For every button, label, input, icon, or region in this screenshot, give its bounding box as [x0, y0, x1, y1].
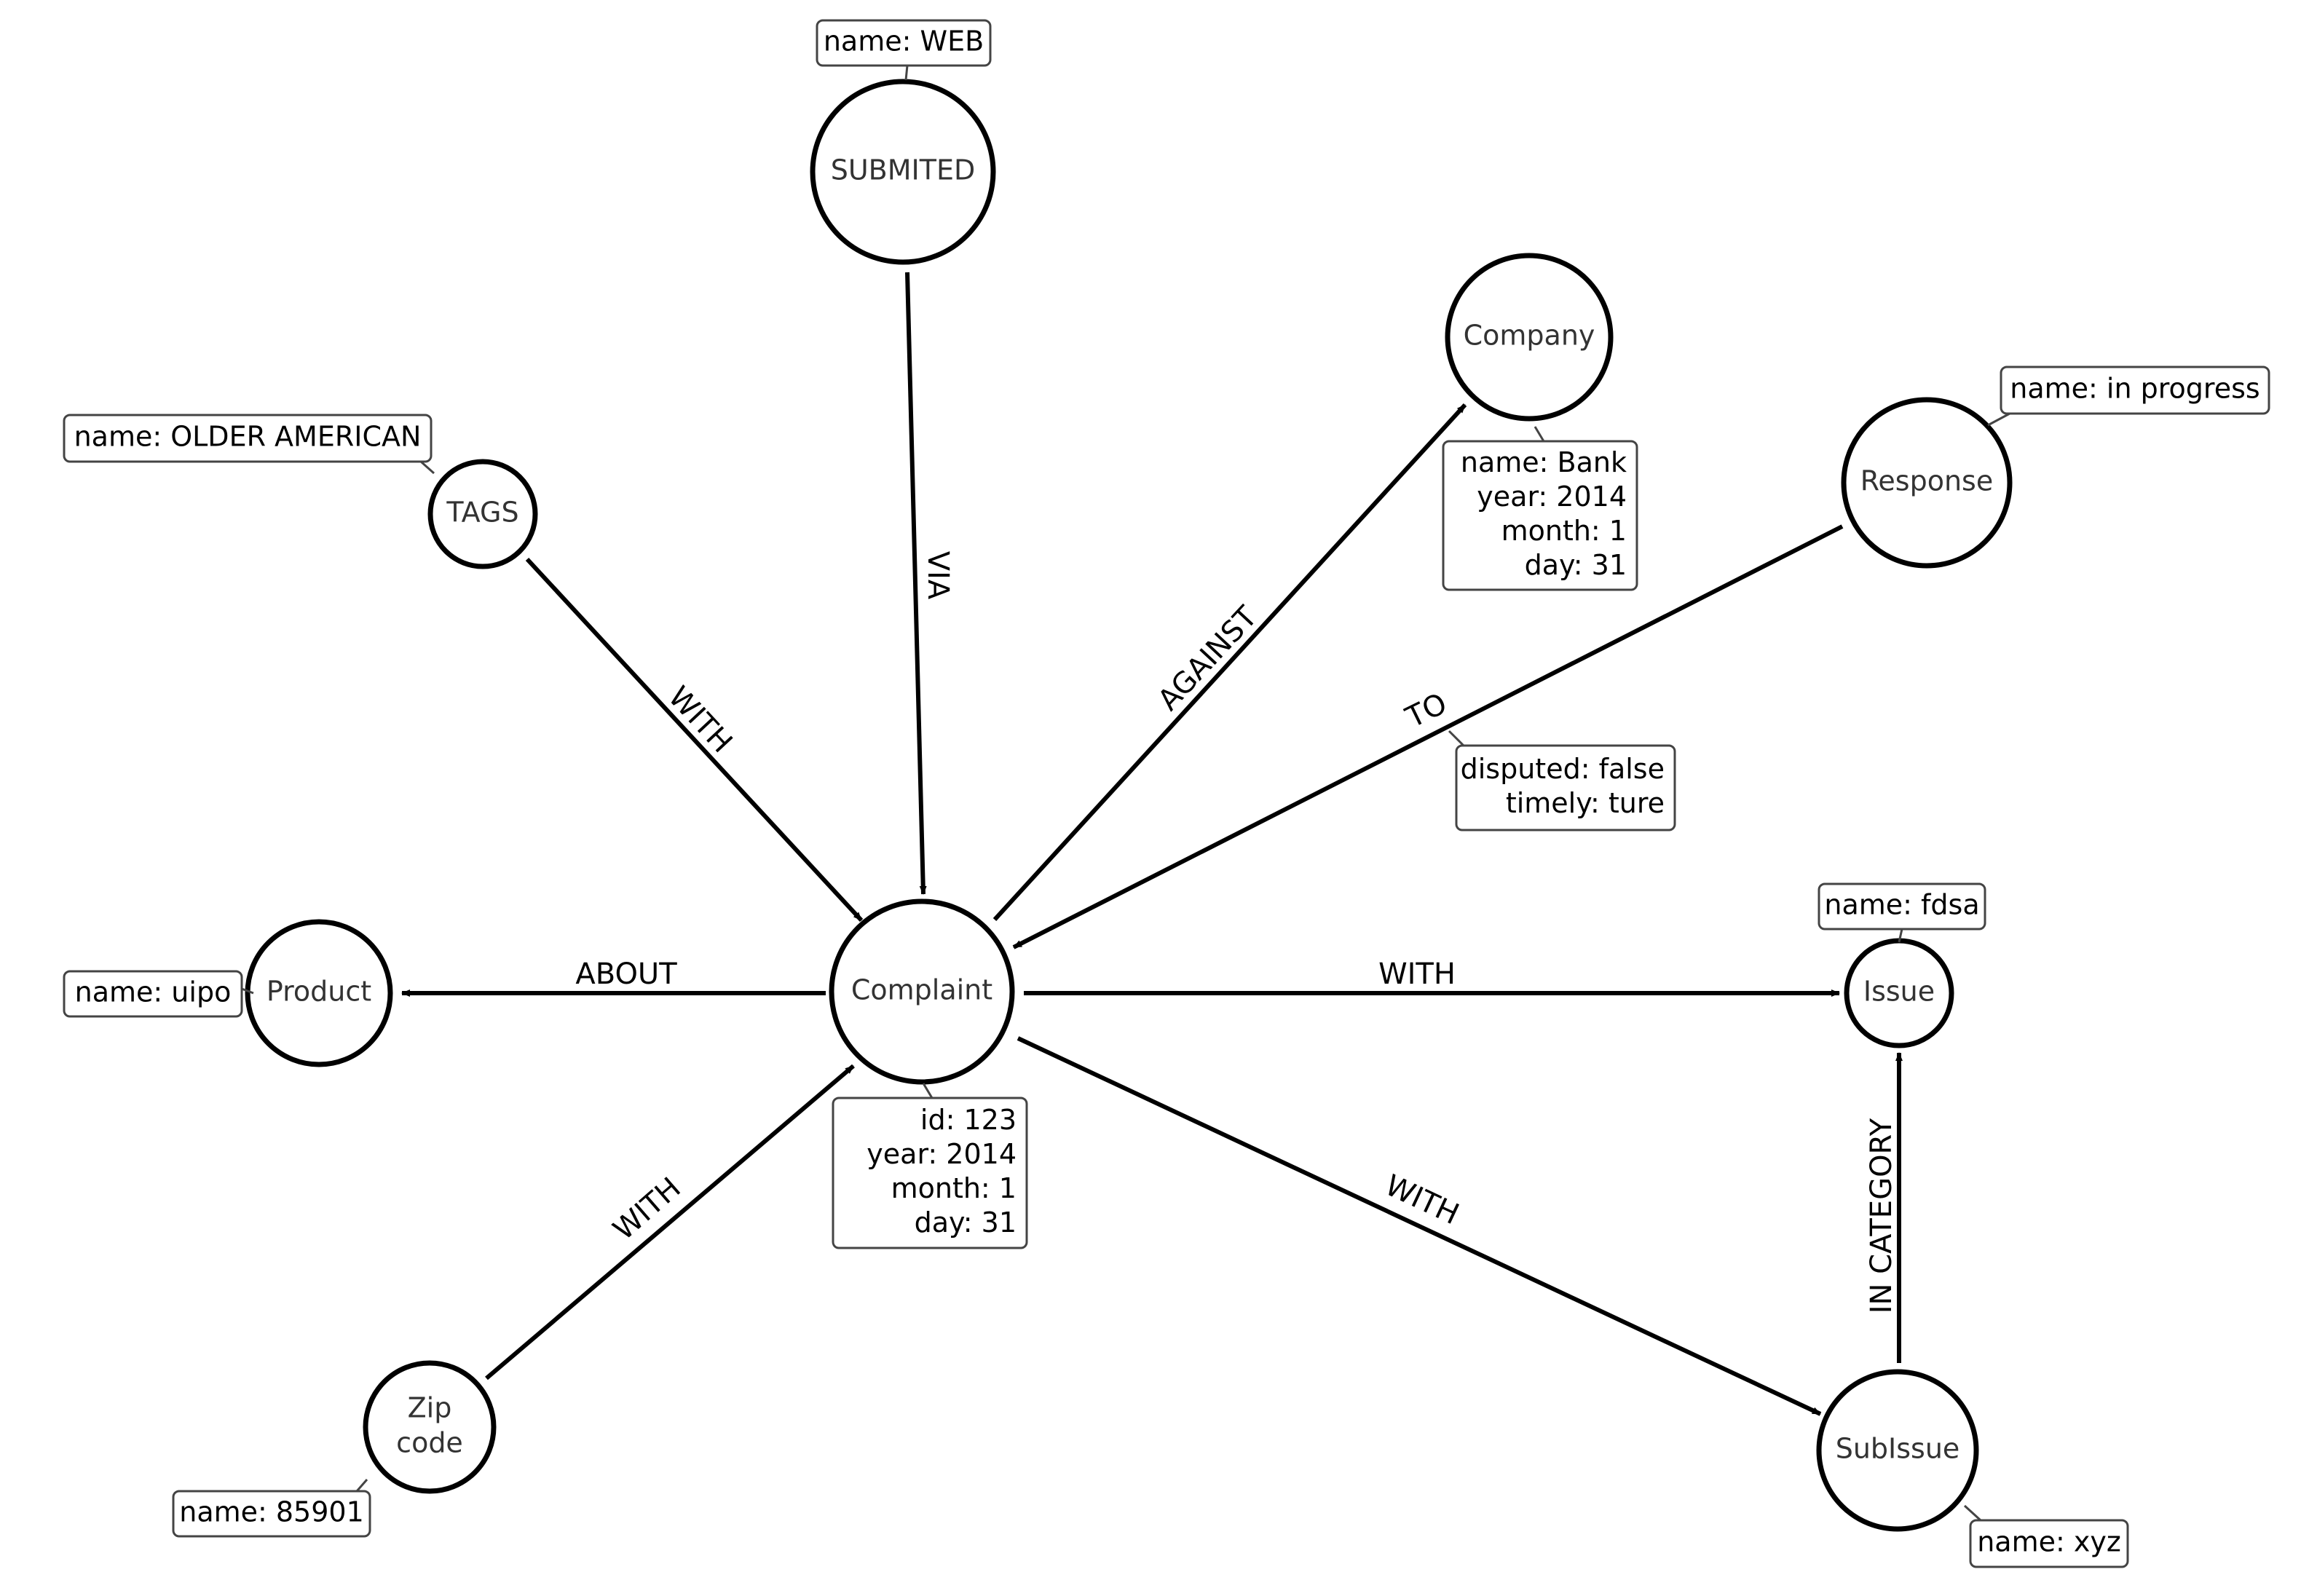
property-box-pointer: [420, 460, 435, 475]
property-box-submited-props: name: WEB: [816, 19, 992, 81]
property-line: name: xyz: [1977, 1526, 2121, 1558]
node-zipcode-label: Zip: [408, 1392, 452, 1424]
edge-complaint-issue-label: WITH: [1378, 957, 1456, 991]
edge-tags-complaint-line: [525, 557, 864, 923]
node-submited[interactable]: SUBMITED: [810, 79, 996, 265]
property-line: name: fdsa: [1824, 889, 1979, 921]
property-line: id: 123: [920, 1104, 1017, 1136]
property-box-zipcode-props: name: 85901: [172, 1479, 371, 1538]
node-tags-label: TAGS: [446, 497, 518, 529]
property-box-pointer: [1534, 426, 1545, 442]
node-response-circle: [1841, 397, 2013, 569]
node-product-circle: [245, 919, 393, 1067]
property-box-pointer: [1898, 928, 1903, 943]
edge-zipcode-complaint-line: [485, 1064, 855, 1380]
edge-response-complaint-line: [1012, 524, 1844, 949]
property-box-tags-props: name: OLDER AMERICAN: [63, 414, 435, 475]
node-zipcode-label: code: [396, 1427, 463, 1459]
property-line: month: 1: [891, 1172, 1017, 1204]
property-box-frame: [832, 1097, 1028, 1249]
property-box-frame: [63, 970, 243, 1018]
node-issue[interactable]: Issue: [1844, 938, 1954, 1048]
property-box-frame: [172, 1490, 371, 1538]
node-issue-label: Issue: [1863, 976, 1935, 1008]
edge-submited-complaint-label: VIA: [921, 551, 955, 600]
node-subissue-label: SubIssue: [1836, 1433, 1960, 1465]
property-box-frame: [816, 19, 992, 67]
property-box-frame: [63, 414, 433, 463]
property-box-pointer: [355, 1479, 368, 1492]
node-subissue-circle: [1816, 1369, 1979, 1532]
edge-complaint-company-line: [992, 403, 1467, 922]
edge-zipcode-complaint-label: WITH: [607, 1171, 687, 1247]
property-line: name: uipo: [75, 976, 232, 1008]
edge-complaint-company-label: AGAINST: [1152, 600, 1264, 717]
node-complaint-label: Complaint: [851, 974, 992, 1006]
property-line: disputed: false: [1461, 753, 1665, 785]
node-response-label: Response: [1860, 465, 1994, 497]
node-product[interactable]: Product: [245, 919, 393, 1067]
property-box-subissue-props: name: xyz: [1963, 1504, 2129, 1568]
edge-complaint-subissue-line: [1017, 1036, 1822, 1416]
node-submited-label: SUBMITED: [831, 154, 975, 186]
property-box-response-props: name: in progress: [1987, 366, 2270, 427]
property-box-pointer: [1987, 412, 2010, 427]
property-line: day: 31: [915, 1206, 1017, 1239]
property-box-pointer: [922, 1083, 934, 1099]
property-box-frame: [1442, 440, 1638, 591]
edges-layer: [401, 272, 1903, 1416]
node-product-label: Product: [267, 976, 371, 1008]
property-box-frame: [1817, 882, 1986, 931]
edge-complaint-subissue-label: WITH: [1380, 1169, 1464, 1231]
node-subissue[interactable]: SubIssue: [1816, 1369, 1979, 1532]
node-submited-circle: [810, 79, 996, 265]
node-company-label: Company: [1464, 320, 1595, 352]
node-tags-circle: [427, 459, 538, 569]
property-line: name: OLDER AMERICAN: [74, 421, 422, 453]
property-box-frame: [1969, 1519, 2129, 1568]
node-zipcode-circle: [363, 1360, 497, 1494]
node-company[interactable]: Company: [1445, 253, 1614, 422]
property-line: month: 1: [1501, 515, 1627, 547]
property-line: timely: ture: [1506, 787, 1665, 819]
property-box-pointer: [904, 65, 909, 81]
edge-subissue-issue-label: IN CATEGORY: [1865, 1118, 1898, 1313]
node-complaint[interactable]: Complaint: [829, 898, 1015, 1085]
property-line: name: 85901: [179, 1496, 364, 1528]
property-line: name: in progress: [2010, 373, 2259, 405]
property-line: day: 31: [1525, 549, 1627, 581]
property-line: name: WEB: [824, 25, 984, 58]
node-response[interactable]: Response: [1841, 397, 2013, 569]
edge-submited-complaint-line: [905, 272, 927, 895]
edge-complaint-product-label: ABOUT: [575, 957, 677, 991]
node-tags[interactable]: TAGS: [427, 459, 538, 569]
property-box-frame: [2000, 366, 2270, 415]
property-line: year: 2014: [867, 1138, 1017, 1170]
property-box-pointer: [241, 987, 254, 995]
node-company-circle: [1445, 253, 1614, 422]
property-box-frame: [1455, 744, 1676, 831]
property-box-issue-props: name: fdsa: [1817, 882, 1986, 943]
node-complaint-circle: [829, 898, 1015, 1085]
property-line: year: 2014: [1477, 481, 1627, 513]
property-line: name: Bank: [1461, 446, 1627, 478]
property-box-pointer: [1963, 1504, 1982, 1522]
property-box-product-props: name: uipo: [63, 970, 254, 1018]
property-box-pointer: [1448, 730, 1465, 747]
